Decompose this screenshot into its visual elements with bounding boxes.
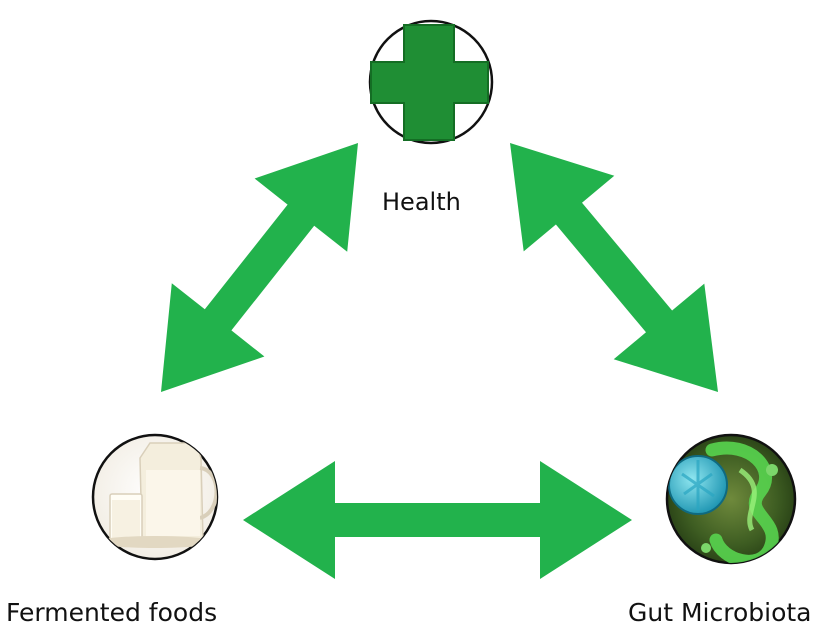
fermented-foods-label: Fermented foods (6, 598, 218, 627)
medical-cross-icon (370, 24, 489, 141)
fermented-gut-arrow (243, 461, 632, 579)
health-node (368, 19, 494, 145)
fermented-foods-node (91, 433, 219, 561)
health-gut-arrow (510, 143, 718, 392)
gut-microbiota-node (665, 433, 797, 565)
health-fermented-arrow (161, 143, 358, 392)
milk-jug-glass-icon (95, 442, 217, 548)
gut-bacteria-icon (668, 441, 779, 563)
gut-microbiota-label: Gut Microbiota (628, 598, 812, 627)
health-label: Health (382, 188, 461, 216)
